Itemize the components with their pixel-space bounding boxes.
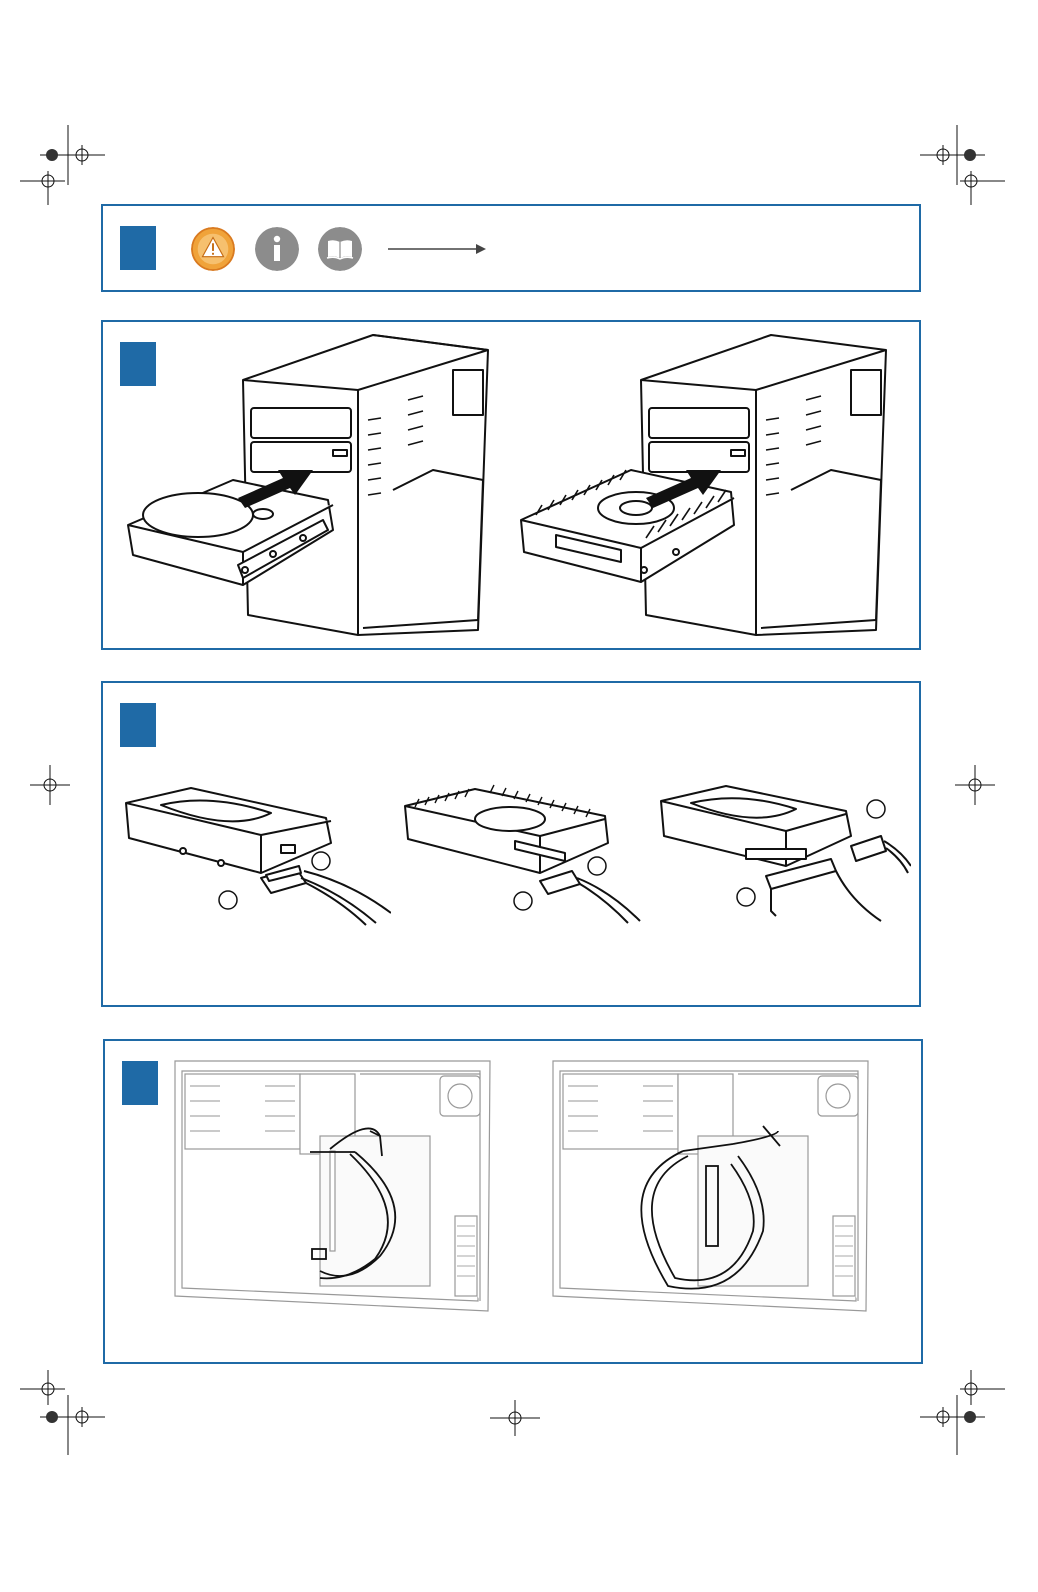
panel-install-drive xyxy=(101,320,921,650)
heatsink-sata-connection-illustration xyxy=(404,784,641,924)
panel-connect-cables xyxy=(101,681,921,1007)
callout-circle-data xyxy=(218,890,238,910)
registration-mark-top-left xyxy=(20,125,105,205)
ide-routing-illustration xyxy=(552,1060,869,1312)
tower-heatsink-drive-illustration xyxy=(520,334,887,636)
step-badge-2 xyxy=(120,342,156,386)
registration-mark-bottom-center xyxy=(490,1400,540,1436)
step-badge-4 xyxy=(122,1061,158,1105)
step-badge-3 xyxy=(120,703,156,747)
callout-circle-power xyxy=(311,851,331,871)
info-icon xyxy=(255,227,299,271)
panel-cable-routing xyxy=(103,1039,923,1364)
registration-mark-left-middle xyxy=(30,765,70,805)
ide-connection-illustration xyxy=(660,785,911,922)
registration-mark-right-middle xyxy=(955,765,995,805)
panel-notices xyxy=(101,204,921,292)
manual-book-icon xyxy=(318,227,362,271)
registration-mark-bottom-left xyxy=(20,1370,105,1455)
arrow-right-icon xyxy=(388,244,486,254)
warning-icon xyxy=(191,227,235,271)
registration-mark-bottom-right xyxy=(920,1370,1005,1455)
tower-bare-drive-illustration xyxy=(127,334,489,636)
step-badge-1 xyxy=(120,226,156,270)
sata-routing-illustration xyxy=(174,1060,491,1312)
sata-drive-connection-illustration xyxy=(125,787,391,926)
registration-mark-top-right xyxy=(920,125,1005,205)
